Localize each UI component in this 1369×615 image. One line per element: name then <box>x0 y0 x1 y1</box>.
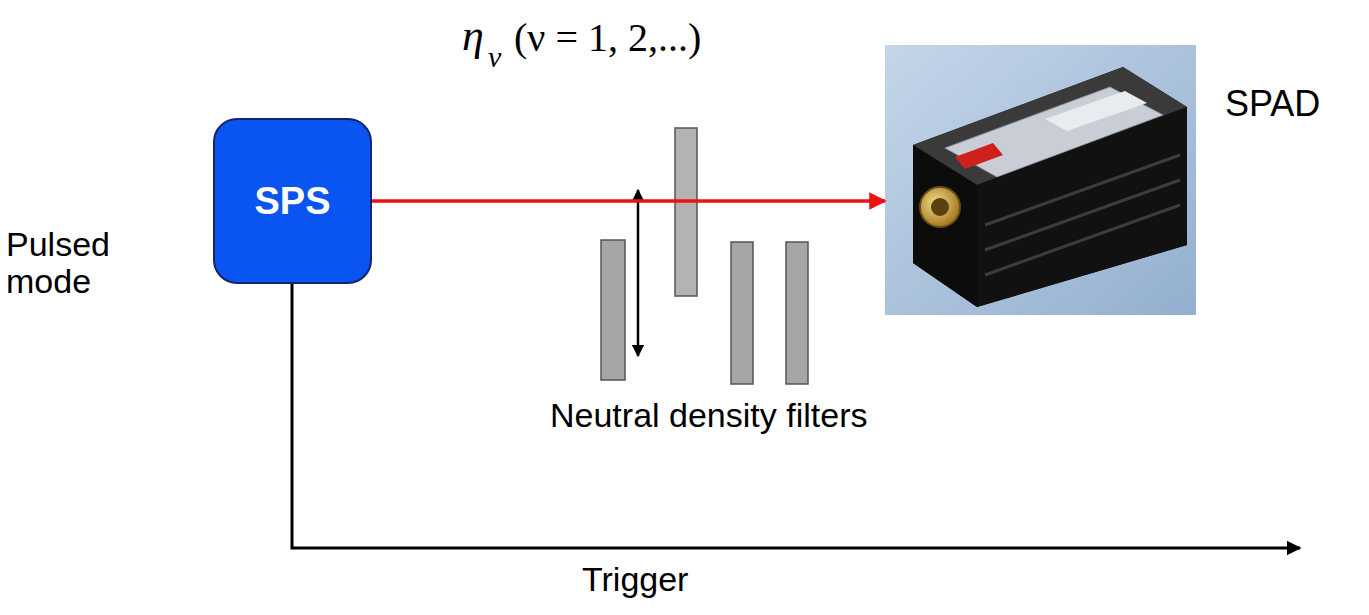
mode-label: Pulsed mode <box>6 226 136 299</box>
symbol-range: (ν = 1, 2,...) <box>514 14 701 61</box>
filter-label: Neutral density filters <box>550 396 867 435</box>
filter-plate <box>786 242 808 384</box>
filter-plate <box>731 242 753 384</box>
beam-arrow <box>372 199 885 203</box>
motion-arrow <box>637 190 640 356</box>
symbol-subscript: ν <box>488 40 501 74</box>
symbol-eta: η <box>462 10 484 61</box>
node-text: SPS <box>254 180 330 223</box>
nd-filters <box>601 128 808 384</box>
filter-plate <box>601 240 625 380</box>
trigger-label: Trigger <box>582 560 688 599</box>
detector: SPAD <box>885 45 1196 315</box>
filter-plate <box>675 128 697 296</box>
source-box: SPS <box>213 118 372 284</box>
spad-photo <box>885 45 1196 315</box>
trigger-line <box>292 284 1300 548</box>
node-text: SPAD <box>1225 83 1320 125</box>
